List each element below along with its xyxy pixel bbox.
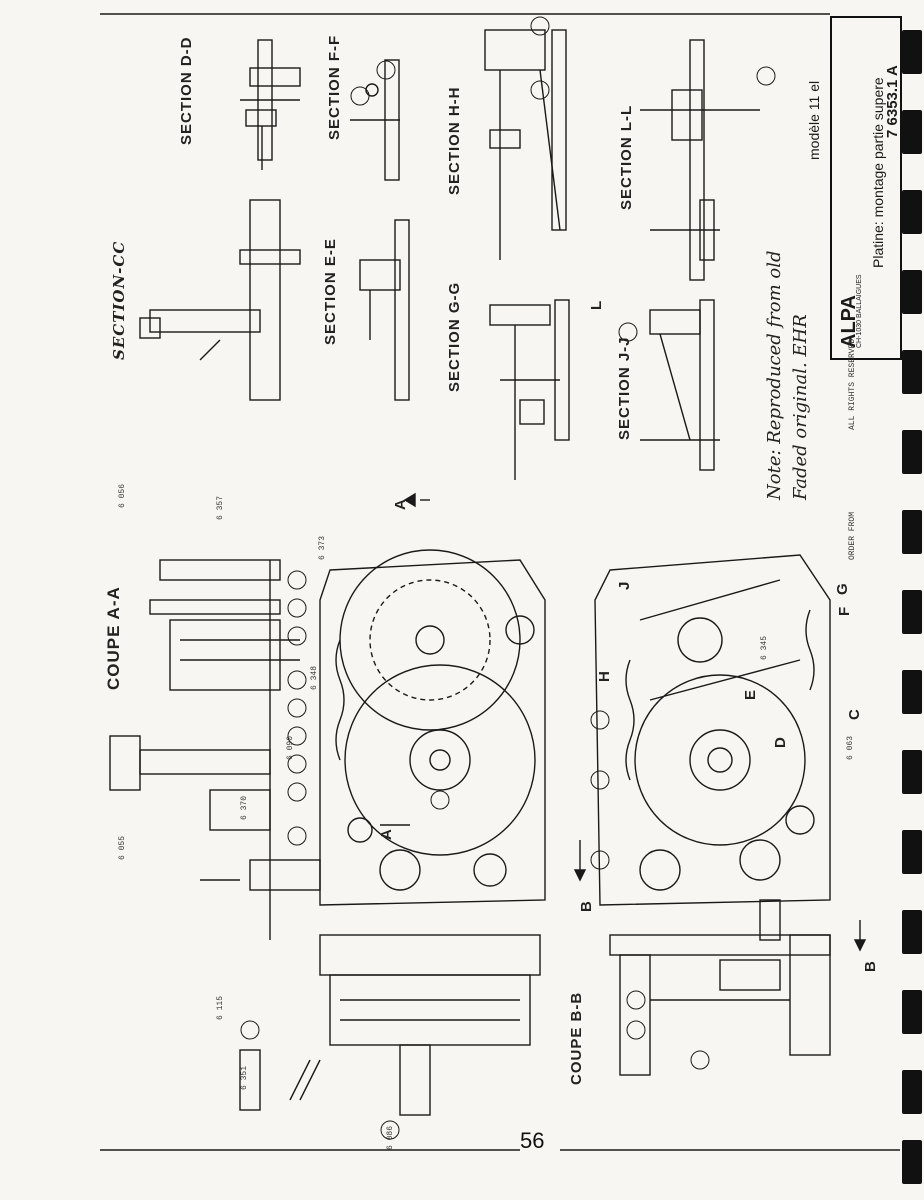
section-ff-drawing xyxy=(350,59,400,181)
binding-hole xyxy=(902,750,922,794)
part-number: 6 055 xyxy=(118,835,127,860)
marker-j: J xyxy=(616,580,633,590)
section-ff-label: SECTION F-F xyxy=(326,34,343,140)
order-label: ORDER FROM xyxy=(848,511,857,560)
binding-hole xyxy=(902,270,922,314)
section-dd-label: SECTION D-D xyxy=(178,36,195,146)
part-number: 6 063 xyxy=(846,735,855,760)
company-address: CH-1030 BALLAIGUES xyxy=(856,274,863,348)
section-ee-drawing xyxy=(359,219,410,401)
section-cc-drawing xyxy=(139,199,301,401)
section-ee-label: SECTION E-E xyxy=(322,238,339,345)
marker-d: D xyxy=(772,736,789,748)
model-label: modèle 11 el xyxy=(806,80,822,160)
part-number: 6 373 xyxy=(318,535,327,560)
binding-strip xyxy=(898,0,924,1200)
binding-hole xyxy=(902,110,922,154)
section-gg-label: SECTION G-G xyxy=(446,281,463,392)
binding-hole xyxy=(902,910,922,954)
binding-hole xyxy=(902,1070,922,1114)
marker-b-right: B xyxy=(862,960,879,972)
page-number: 56 xyxy=(520,1128,545,1153)
marker-l: L xyxy=(588,299,605,310)
section-gg-drawing xyxy=(489,299,570,480)
part-number: 6 086 xyxy=(386,1125,395,1150)
coupe-bb-drawing xyxy=(609,899,831,1076)
part-number: 6 345 xyxy=(760,635,769,660)
section-cc-label: SECTION-CC xyxy=(110,240,128,360)
platine-view-left xyxy=(319,549,546,906)
section-ll-label: SECTION L-L xyxy=(618,104,635,210)
section-ll-drawing xyxy=(640,39,760,281)
binding-hole xyxy=(902,190,922,234)
coupe-bb-label: COUPE B-B xyxy=(568,991,585,1085)
marker-f: F xyxy=(836,605,853,616)
rights-label: ALL RIGHTS RESERVED xyxy=(848,338,857,430)
part-number: 6 090 xyxy=(286,735,295,760)
handwritten-note-line1: Note: Reproduced from old xyxy=(764,250,785,500)
binding-hole xyxy=(902,830,922,874)
section-dd-drawing xyxy=(240,39,301,170)
marker-h: H xyxy=(596,670,613,682)
section-hh-label: SECTION H-H xyxy=(446,86,463,196)
part-number: 6 348 xyxy=(310,665,319,690)
section-jj-label: SECTION J-J xyxy=(616,336,633,440)
marker-e: E xyxy=(742,688,759,700)
binding-hole xyxy=(902,1140,922,1184)
part-number: 6 370 xyxy=(240,795,249,820)
marker-a-bottom: A xyxy=(378,828,395,840)
binding-hole xyxy=(902,590,922,634)
platine-view-right xyxy=(594,554,831,906)
title-block: ALPA CH-1030 BALLAIGUES Platine: montage… xyxy=(830,16,902,360)
binding-hole xyxy=(902,430,922,474)
marker-a-top: A xyxy=(392,498,409,510)
binding-hole xyxy=(902,670,922,714)
part-number: 6 115 xyxy=(216,995,225,1020)
part-number: 6 357 xyxy=(216,495,225,520)
section-hh-drawing xyxy=(484,29,567,260)
binding-hole xyxy=(902,30,922,74)
part-number: 6 351 xyxy=(240,1065,249,1090)
coupe-aa-drawing xyxy=(109,559,321,940)
marker-c: C xyxy=(846,708,863,720)
coupe-aa-label: COUPE A-A xyxy=(104,586,123,690)
bottom-assembly-drawing xyxy=(239,934,541,1116)
marker-g: G xyxy=(834,582,851,595)
marker-b-left: B xyxy=(578,900,595,912)
section-jj-drawing xyxy=(640,299,720,471)
binding-hole xyxy=(902,350,922,394)
binding-hole xyxy=(902,990,922,1034)
part-number: 6 056 xyxy=(118,483,127,508)
binding-hole xyxy=(902,510,922,554)
handwritten-note-line2: Faded original. EHR xyxy=(790,314,811,500)
